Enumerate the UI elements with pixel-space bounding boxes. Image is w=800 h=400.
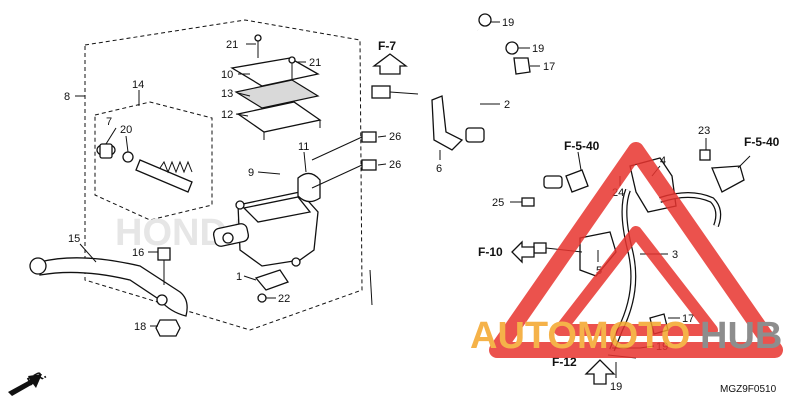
- brake-hose-2: [472, 29, 561, 187]
- callout-9: 9: [248, 167, 254, 179]
- diaphragm-plate-13: [234, 79, 320, 109]
- callout-12: 12: [221, 109, 233, 121]
- callout-17-a: 17: [543, 61, 555, 73]
- f7-arrow: [372, 53, 408, 75]
- model-code: MGZ9F0510: [720, 384, 777, 395]
- pivot-bolt-16: [157, 247, 171, 261]
- bolt-26-upper: [361, 131, 377, 143]
- fr-direction-arrow: [8, 374, 42, 396]
- section-ref-f540-right: F-5-40: [744, 135, 780, 149]
- callout-19-b: 19: [532, 43, 544, 55]
- diaphragm-12: [236, 101, 322, 133]
- bolt-25: [521, 197, 535, 207]
- washer-19-top: [478, 13, 492, 27]
- callout-14: 14: [132, 79, 144, 91]
- callout-17-b: 17: [682, 313, 694, 325]
- callout-8: 8: [64, 91, 70, 103]
- bracket-6: [431, 95, 464, 151]
- bolt-26-lower: [361, 159, 377, 171]
- holder-11: [297, 172, 321, 203]
- callout-11: 11: [298, 141, 309, 153]
- callout-15: 15: [68, 233, 80, 245]
- piston-spring: [135, 159, 193, 193]
- watermark-triangle-outer: [489, 142, 783, 358]
- callout-16: 16: [132, 247, 144, 259]
- callout-3: 3: [672, 249, 678, 261]
- section-ref-f7: F-7: [378, 39, 396, 53]
- f12-arrow: [584, 359, 616, 385]
- f540-left-marker: [565, 169, 589, 193]
- callout-2: 2: [504, 99, 510, 111]
- callout-21-a: 21: [226, 39, 238, 51]
- f10-arrow: [511, 240, 535, 264]
- brake-lever-15: [39, 257, 188, 317]
- callout-19-d: 19: [610, 381, 622, 393]
- bolt-23: [699, 149, 711, 161]
- screw-21-right: [288, 56, 296, 64]
- switch-1: [254, 269, 289, 291]
- section-ref-f540-left: F-5-40: [564, 139, 600, 153]
- master-cylinder-kit-outline: [84, 19, 363, 331]
- callout-25: 25: [492, 197, 504, 209]
- callout-10: 10: [221, 69, 233, 81]
- reservoir-cap-10: [230, 57, 320, 87]
- callout-7: 7: [106, 116, 112, 128]
- banjo-bolt: [371, 85, 391, 99]
- section-ref-f12: F-12: [552, 355, 577, 369]
- callout-21-b: 21: [309, 57, 321, 69]
- callout-4: 4: [660, 155, 666, 167]
- callout-26-b: 26: [389, 159, 401, 171]
- callout-19-a: 19: [502, 17, 514, 29]
- watermark-text-hub: HUB: [700, 315, 782, 357]
- callout-1: 1: [236, 271, 242, 283]
- section-references: F-7 F-5-40 F-5-40 F-10 F-12: [378, 39, 780, 369]
- bolt-17-top: [513, 57, 531, 75]
- nut-18: [155, 319, 181, 337]
- callout-13: 13: [221, 88, 233, 100]
- circlip-20: [122, 151, 134, 163]
- callout-20: 20: [120, 124, 132, 136]
- section-ref-f10: F-10: [478, 245, 503, 259]
- screw-22: [257, 293, 267, 303]
- callout-22: 22: [278, 293, 290, 305]
- callout-18: 18: [134, 321, 146, 333]
- automotohub-watermark: AUTOMOTO HUB: [470, 142, 783, 358]
- callout-26-a: 26: [389, 131, 401, 143]
- bolt-f10: [533, 242, 547, 254]
- watermark-triangle-inner: [554, 226, 718, 336]
- callout-labels: 21 21 10 13 12 8 14 7 20 9 11 26 26 15 1…: [64, 17, 710, 393]
- screw-21-left: [254, 34, 262, 42]
- piston-kit-outline: [94, 101, 213, 221]
- washer-19-mid: [505, 41, 519, 55]
- hose-end-3: [711, 165, 745, 193]
- watermark-text-automoto: AUTOMOTO: [470, 315, 690, 357]
- callout-23: 23: [698, 125, 710, 137]
- callout-6: 6: [436, 163, 442, 175]
